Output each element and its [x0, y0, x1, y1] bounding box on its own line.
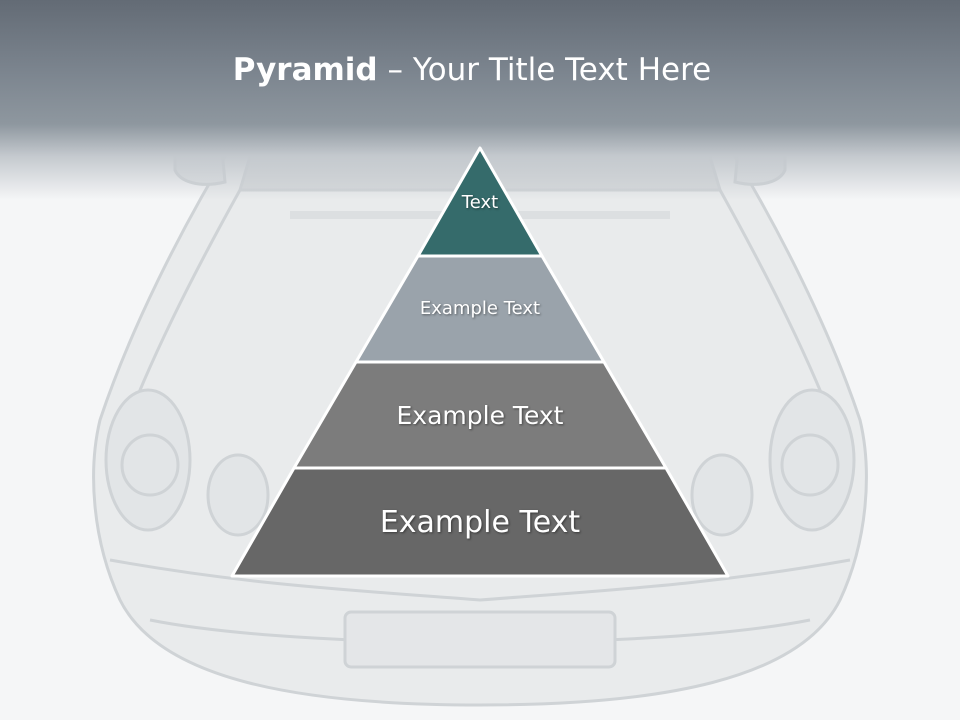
pyramid-tier-3-label: Example Text [396, 401, 564, 430]
title-bold-text: Pyramid [232, 52, 378, 88]
pyramid-tier-4[interactable] [230, 466, 730, 578]
title-rest-text: – Your Title Text Here [377, 52, 712, 88]
slide-title[interactable]: Pyramid – Your Title Text Here [0, 52, 944, 88]
pyramid-tier-2-label: Example Text [419, 298, 541, 319]
pyramid-tier-1-label: Text [461, 192, 499, 213]
pyramid-tier-4-label: Example Text [379, 505, 581, 540]
